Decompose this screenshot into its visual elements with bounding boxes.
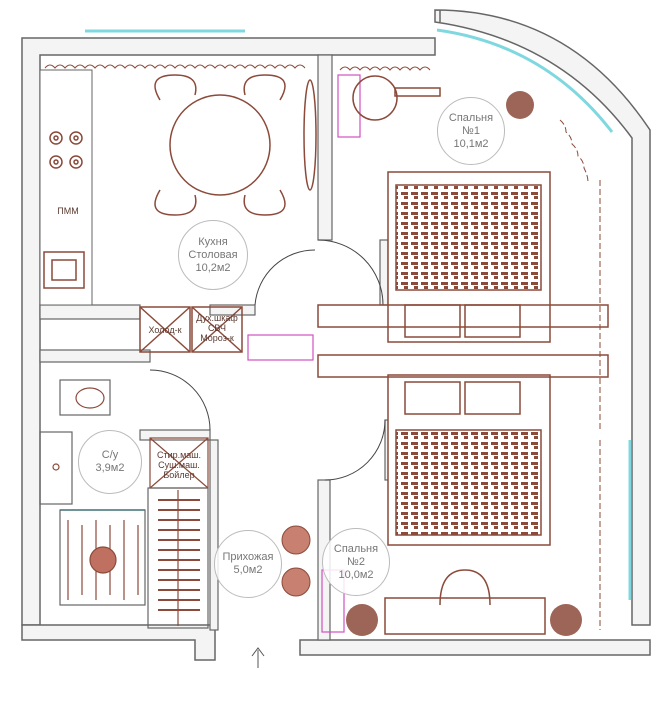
room-label-hall: Прихожая 5,0м2 (214, 530, 282, 598)
fridge-label: Холод-к (148, 325, 182, 335)
room-area: 10,2м2 (195, 261, 231, 274)
oven-column-label: Дух.шкаф СВЧ Мороз-к (192, 313, 242, 343)
kitchen-furniture (39, 69, 317, 353)
oven-label: Дух.шкаф (196, 313, 238, 323)
closet-shelves (158, 499, 200, 611)
room-area: 5,0м2 (233, 564, 263, 576)
bedroom1-chair (352, 75, 441, 121)
room-name-2: №1 (462, 124, 480, 137)
entrance-arrow-icon (251, 647, 265, 668)
room-label-kitchen: Кухня Столовая 10,2м2 (178, 220, 248, 290)
boiler-label: Бойлер (163, 470, 195, 480)
room-label-bathroom: С/у 3,9м2 (78, 430, 142, 494)
freezer-label: Мороз-к (200, 333, 234, 343)
curtains (44, 64, 601, 630)
room-name-2: №2 (347, 555, 365, 568)
room-area: 10,0м2 (338, 568, 374, 581)
microwave-label: СВЧ (207, 323, 227, 333)
room-name: Спальня (333, 542, 379, 555)
room-name: С/у (101, 449, 119, 461)
room-label-bedroom2: Спальня №2 10,0м2 (322, 528, 390, 596)
built-in-closets (247, 74, 361, 633)
doors (149, 239, 386, 481)
room-name: Спальня (448, 111, 494, 124)
dishwasher-label: ПММ (57, 206, 79, 216)
room-area: 3,9м2 (95, 462, 125, 474)
windows (85, 28, 632, 600)
room-name: Прихожая (222, 551, 274, 563)
beds (317, 171, 609, 546)
hall-poufs (281, 525, 311, 597)
dryer-label: Суш.маш. (158, 460, 200, 470)
bathroom-fixtures (39, 379, 209, 629)
interior-walls (39, 54, 394, 641)
plants (346, 91, 582, 636)
room-area: 10,1м2 (453, 137, 489, 150)
room-name-2: Столовая (188, 248, 238, 261)
room-name: Кухня (198, 235, 228, 248)
outer-walls (21, 9, 651, 661)
washer-label: Стир.маш. (156, 450, 202, 460)
laundry-closet-label: Стир.маш. Суш.маш. Бойлер (150, 450, 208, 480)
room-label-bedroom1: Спальня №1 10,1м2 (437, 97, 505, 165)
bedroom2-chair (384, 569, 546, 635)
